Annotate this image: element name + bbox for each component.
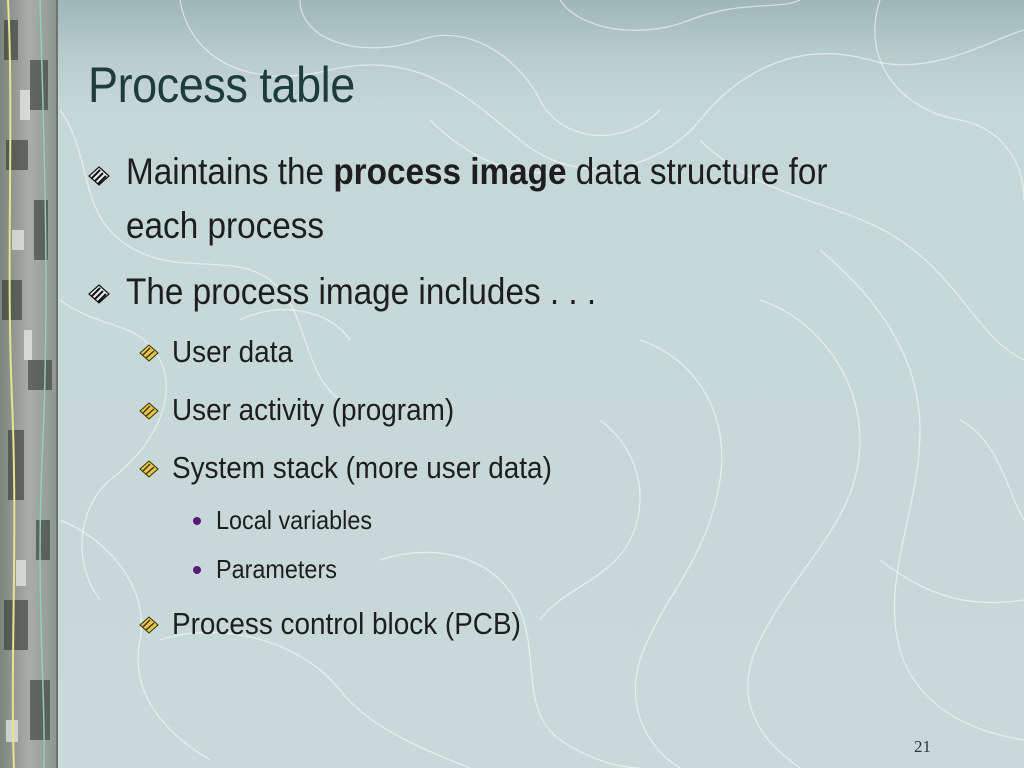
page-number: 21 [914,737,931,756]
slide-title: Process table [88,57,355,113]
purple-dot-bullet-icon [193,566,201,574]
yellow-diamond-bullet-icon [139,616,159,634]
striped-diamond-bullet-icon [88,284,110,304]
bullet-process-image-includes: The process image includes . . . [126,271,597,312]
bullet-maintains-post: data structure for [566,151,828,192]
sub-bullet-pcb: Process control block (PCB) [172,606,521,641]
yellow-diamond-bullet-icon [139,460,159,478]
sub-bullet-system-stack: System stack (more user data) [172,450,552,485]
sub-sub-bullet-local-variables: Local variables [216,505,373,535]
yellow-diamond-bullet-icon [139,402,159,420]
sub-sub-bullet-parameters: Parameters [216,554,337,584]
bullet-maintains-line2: each process [126,205,325,246]
sub-bullet-user-activity: User activity (program) [172,392,455,427]
bullet-maintains-bold: process image [333,151,567,192]
bullet-maintains: Maintains the process image data structu… [126,146,828,198]
purple-dot-bullet-icon [193,517,201,525]
bullet-maintains-pre: Maintains the [126,151,334,192]
aerial-photo-strip [0,0,58,768]
yellow-diamond-bullet-icon [139,344,159,362]
sub-bullet-user-data: User data [172,334,293,369]
striped-diamond-bullet-icon [88,166,110,186]
